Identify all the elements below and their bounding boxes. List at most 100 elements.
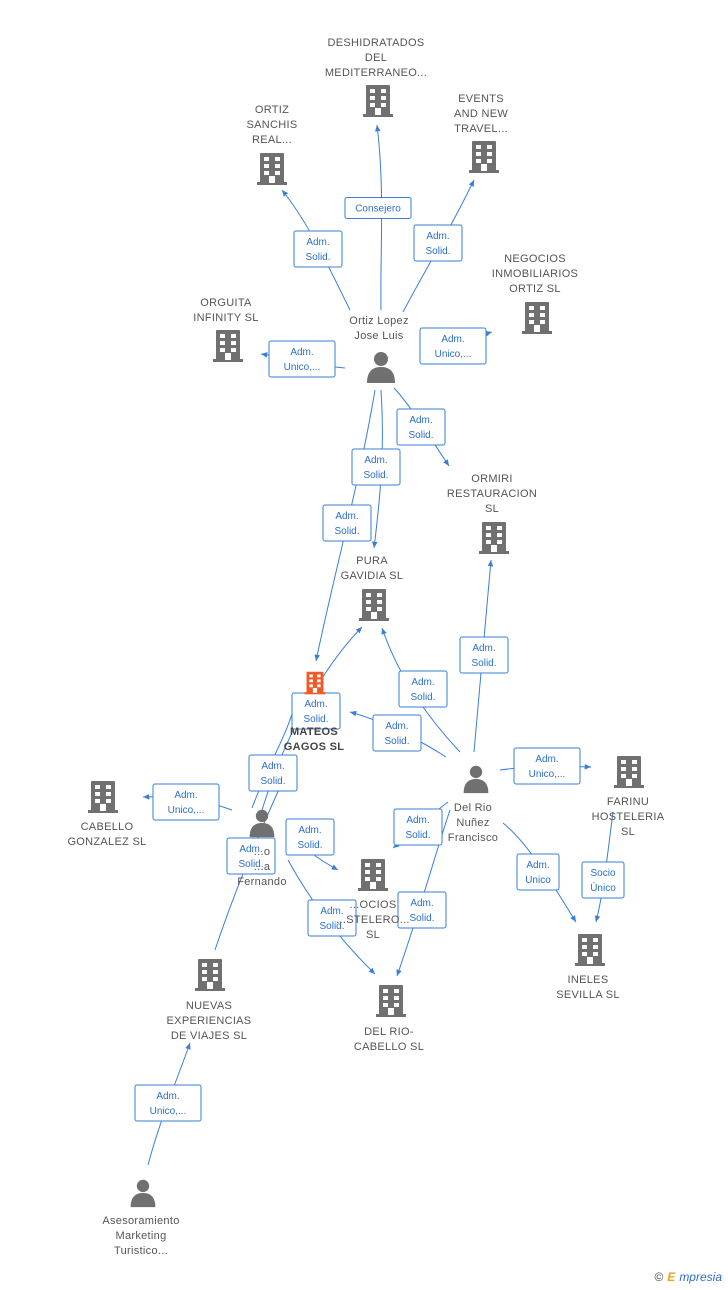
node-ortiz_sanchis[interactable]: ORTIZSANCHISREAL...	[247, 104, 298, 185]
edge-label-text: Adm.	[364, 455, 387, 466]
node-label-line: REAL...	[252, 134, 292, 146]
node-label-line: SL	[366, 929, 380, 941]
edge-label-text: Adm.	[406, 815, 429, 826]
edge-label-box	[397, 891, 447, 929]
edge-label-box	[413, 224, 463, 262]
edge-label-fernando-to-mateos[interactable]: Adm.Solid.	[291, 692, 341, 730]
edge-label-del_rio_nunez-to-farinu[interactable]: Adm.Unico,...	[513, 747, 581, 785]
node-asesoramiento[interactable]: AsesoramientoMarketingTuristico...	[102, 1179, 179, 1257]
edge-label-fernando-to-del_rio_cabello[interactable]: Adm.Solid.	[307, 899, 357, 937]
edge-label-text: Solid.	[238, 859, 263, 870]
edge-label-ortiz_lopez-to-ormiri[interactable]: Adm.Solid.	[396, 408, 446, 446]
edge-label-text: Adm.	[335, 511, 358, 522]
node-label-line: DE VIAJES SL	[171, 1030, 247, 1042]
node-label-line: FARINU	[607, 796, 649, 808]
node-label-line: NEGOCIOS	[504, 253, 566, 265]
edge-label-text: Solid.	[408, 430, 433, 441]
edge-label-ortiz_lopez-to-ortiz_sanchis[interactable]: Adm. Solid.	[293, 230, 343, 268]
edge-label-ortiz_lopez-to-orguita[interactable]: Adm. Unico,...	[268, 340, 336, 378]
edge-label-text: Unico,...	[284, 362, 321, 373]
edge-label-ortiz_lopez-to-pura[interactable]: Adm. Solid.	[351, 448, 401, 486]
edge-label-box	[372, 714, 422, 752]
edge-label-ortiz_lopez-to-negocios[interactable]: Adm.Unico,...	[419, 327, 487, 365]
edge-label-text: Adm.	[290, 347, 313, 358]
node-label-line: EVENTS	[458, 93, 504, 105]
node-pura[interactable]: PURA GAVIDIA SL	[341, 555, 404, 621]
node-label-line: INFINITY SL	[193, 312, 258, 324]
node-label-line: Jose Luis	[354, 330, 403, 342]
edge-label-text: Adm.	[261, 761, 284, 772]
building-icon	[376, 985, 406, 1017]
brand-logo-e: E	[667, 1270, 676, 1284]
edge-label-fernando-to-socios[interactable]: Adm.Solid.	[285, 818, 335, 856]
edge-label-text: Adm.	[526, 860, 549, 871]
edge-label-ortiz_lopez-to-events[interactable]: Adm.Solid.	[413, 224, 463, 262]
edge-label-text: Solid.	[297, 840, 322, 851]
building-icon	[469, 141, 499, 173]
building-icon	[359, 589, 389, 621]
edge-label-del_rio_nunez-to-pura[interactable]: Adm.Solid.	[398, 670, 448, 708]
edge-label-ortiz_lopez-to-mateos[interactable]: Adm.Solid.	[322, 504, 372, 542]
node-label-line: DEL	[365, 52, 387, 64]
node-label-line: PURA	[356, 555, 388, 567]
edge-label-text: Unico,...	[435, 349, 472, 360]
node-socios[interactable]: ...OCIOS...STELERO...SL	[336, 859, 410, 941]
building-icon	[213, 330, 243, 362]
edge-label-ortiz_lopez-to-deshidratados[interactable]: Consejero	[344, 197, 412, 219]
copyright-symbol: ©	[654, 1270, 664, 1284]
edge-label-text: Solid.	[305, 252, 330, 263]
edge-label-text: Adm.	[385, 721, 408, 732]
edge-label-text: Solid.	[363, 470, 388, 481]
building-icon	[614, 756, 644, 788]
edge-label-box	[268, 340, 336, 378]
edge-label-fernando-to-cabello_gonzalez[interactable]: Adm.Unico,...	[152, 783, 220, 821]
node-deshidratados[interactable]: DESHIDRATADOSDELMEDITERRANEO...	[325, 37, 427, 117]
person-icon	[463, 765, 489, 794]
edge-label-del_rio_nunez-to-del_rio_cabello[interactable]: Adm.Solid.	[397, 891, 447, 929]
node-del_rio_cabello[interactable]: DEL RIO-CABELLO SL	[354, 985, 424, 1053]
edge-label-text: Solid.	[425, 246, 450, 257]
node-label-line: SL	[621, 826, 635, 838]
node-label-line: Del Rio	[454, 802, 492, 814]
edge-label-del_rio_nunez-to-ormiri[interactable]: Adm.Solid.	[459, 636, 509, 674]
edge-label-text: Adm.	[306, 237, 329, 248]
edge-label-text: Adm.	[411, 677, 434, 688]
edge-label-del_rio_nunez-to-socios[interactable]: Adm.Solid.	[393, 808, 443, 846]
node-label-line: MATEOS	[290, 726, 338, 738]
edge-label-box	[248, 754, 298, 792]
building-icon	[195, 959, 225, 991]
edge-label-box	[307, 899, 357, 937]
node-label-line: GAVIDIA SL	[341, 570, 404, 582]
edge-label-box	[459, 636, 509, 674]
edge-label-del_rio_nunez-to-mateos[interactable]: Adm.Solid.	[372, 714, 422, 752]
edge-label-fernando-to-pura[interactable]: Adm.Solid.	[248, 754, 298, 792]
edge-label-box	[393, 808, 443, 846]
building-icon	[304, 671, 326, 695]
edge-label-del_rio_nunez-to-ineles[interactable]: Adm.Unico	[516, 853, 560, 891]
node-label-line: Fernando	[237, 876, 287, 888]
edge-label-box	[396, 408, 446, 446]
person-icon	[367, 352, 395, 383]
building-icon	[88, 781, 118, 813]
edge-label-box	[581, 861, 625, 899]
node-label-line: ...STELERO...	[336, 914, 410, 926]
edge-label-box	[285, 818, 335, 856]
edge-label-asesoramiento-to-nuevas[interactable]: Adm.Unico,...	[134, 1084, 202, 1122]
edge-label-nuevas-to-mateos[interactable]: Adm.Solid.	[226, 837, 276, 875]
node-label-line: SEVILLA SL	[556, 989, 620, 1001]
node-label-line: ...a	[254, 861, 271, 873]
